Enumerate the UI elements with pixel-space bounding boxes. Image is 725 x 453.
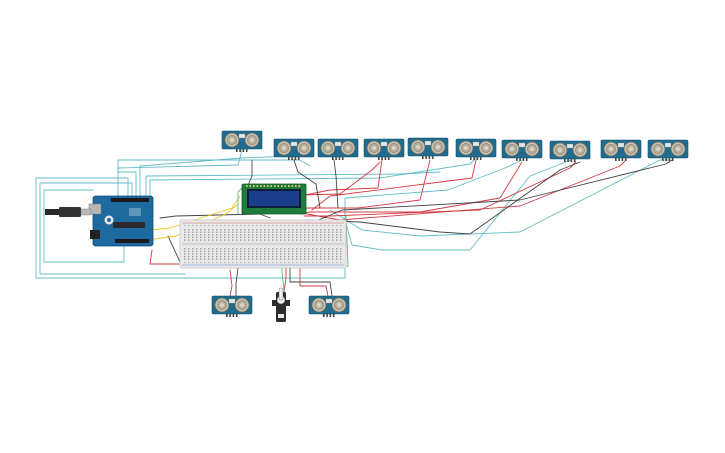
wire-power-21[interactable]	[299, 261, 329, 297]
breadboard[interactable]	[179, 219, 347, 269]
wire-signal-9[interactable]	[344, 159, 572, 251]
wire-ground-24[interactable]	[305, 161, 581, 235]
wire-ground-25[interactable]	[313, 159, 673, 223]
components-layer	[45, 130, 689, 322]
ultrasonic-sensor-12[interactable]	[308, 295, 350, 317]
ultrasonic-sensor-7[interactable]	[501, 139, 543, 161]
ultrasonic-sensor-2[interactable]	[273, 138, 315, 160]
wire-data-32[interactable]	[149, 195, 241, 231]
ultrasonic-sensor-6[interactable]	[455, 138, 497, 160]
wire-power-17[interactable]	[311, 159, 477, 211]
wire-power-19[interactable]	[149, 249, 189, 265]
wire-ground-26[interactable]	[235, 267, 239, 297]
wire-signal-6[interactable]	[145, 171, 441, 197]
wire-signal-1[interactable]	[35, 177, 346, 279]
wire-ground-30[interactable]	[333, 159, 339, 209]
wire-signal-3[interactable]	[43, 189, 125, 263]
ultrasonic-sensor-5[interactable]	[407, 137, 449, 159]
wire-ground-27[interactable]	[289, 261, 333, 297]
servo-motor[interactable]	[272, 287, 290, 322]
wire-power-15[interactable]	[303, 161, 577, 217]
usb-cable[interactable]	[45, 207, 92, 217]
ultrasonic-sensor-8[interactable]	[549, 140, 591, 162]
ultrasonic-sensor-3[interactable]	[317, 138, 359, 160]
ultrasonic-sensor-11[interactable]	[211, 295, 253, 317]
wire-power-20[interactable]	[229, 269, 233, 297]
lcd-16x2-display[interactable]	[241, 183, 307, 215]
wire-signal-7[interactable]	[149, 157, 477, 197]
ultrasonic-sensor-1[interactable]	[221, 130, 263, 152]
wire-signal-2[interactable]	[39, 182, 186, 275]
arduino-uno-board[interactable]	[88, 195, 154, 247]
wire-ground-29[interactable]	[293, 159, 321, 209]
wire-signal-8[interactable]	[117, 149, 243, 199]
ultrasonic-sensor-9[interactable]	[600, 139, 642, 161]
wire-signal-4[interactable]	[117, 159, 311, 197]
wire-signal-11[interactable]	[344, 159, 523, 233]
wire-ground-23[interactable]	[159, 213, 271, 219]
ultrasonic-sensor-10[interactable]	[647, 139, 689, 161]
ultrasonic-sensor-4[interactable]	[363, 138, 405, 160]
